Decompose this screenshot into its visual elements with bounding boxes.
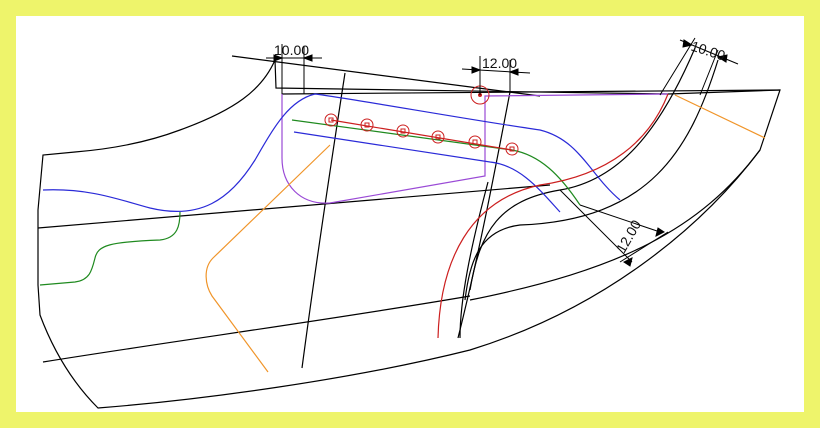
right-curve-1 <box>469 47 696 291</box>
blue-inner <box>293 131 561 213</box>
control-points <box>324 85 519 156</box>
dim-lower-right-arrow-r <box>655 227 665 237</box>
dimension-markers <box>266 37 739 267</box>
dim-top-left-arrow-l <box>273 54 284 62</box>
dim-top-left-arrow-r <box>302 54 313 62</box>
control-point[interactable] <box>324 113 338 127</box>
top-mid-line <box>281 89 781 95</box>
lower-cross-line <box>42 295 471 363</box>
right-curve-2 <box>464 59 719 301</box>
green-mid <box>291 119 581 206</box>
green-left <box>39 211 181 286</box>
outline-group <box>37 47 781 409</box>
right-curve-3 <box>469 149 761 301</box>
purple-frame <box>281 93 669 204</box>
blue-left <box>42 93 621 212</box>
dim-lower-right-ticks <box>559 189 669 263</box>
dimension-label: 10.00 <box>689 38 727 64</box>
red-curves <box>330 93 669 339</box>
upper-cross-line <box>37 184 551 229</box>
dim-lower-right-arrow-l <box>623 257 633 267</box>
control-point[interactable] <box>505 142 519 156</box>
orange-right <box>674 94 766 139</box>
dim-top-mid-arrow-l <box>471 66 482 74</box>
green-curves <box>39 119 581 286</box>
control-point[interactable] <box>431 130 445 144</box>
control-point[interactable] <box>396 124 410 138</box>
control-point[interactable] <box>360 118 374 132</box>
outer-outline <box>37 59 781 409</box>
dim-top-right-arrow-r <box>716 54 728 63</box>
orange-left <box>205 144 331 373</box>
dim-top-right-arrow-l <box>682 39 694 48</box>
dimension-label: 12.00 <box>482 55 517 71</box>
control-point[interactable] <box>468 135 482 149</box>
right-curve-inner <box>459 181 489 339</box>
dimension-label: 10.00 <box>274 42 309 58</box>
vertical-line-left <box>301 72 346 369</box>
top-edge <box>231 55 541 97</box>
orange-lines <box>205 94 766 373</box>
blue-curves <box>42 93 621 213</box>
dim-top-mid-arrow-r <box>508 68 519 76</box>
red-right <box>437 93 669 339</box>
